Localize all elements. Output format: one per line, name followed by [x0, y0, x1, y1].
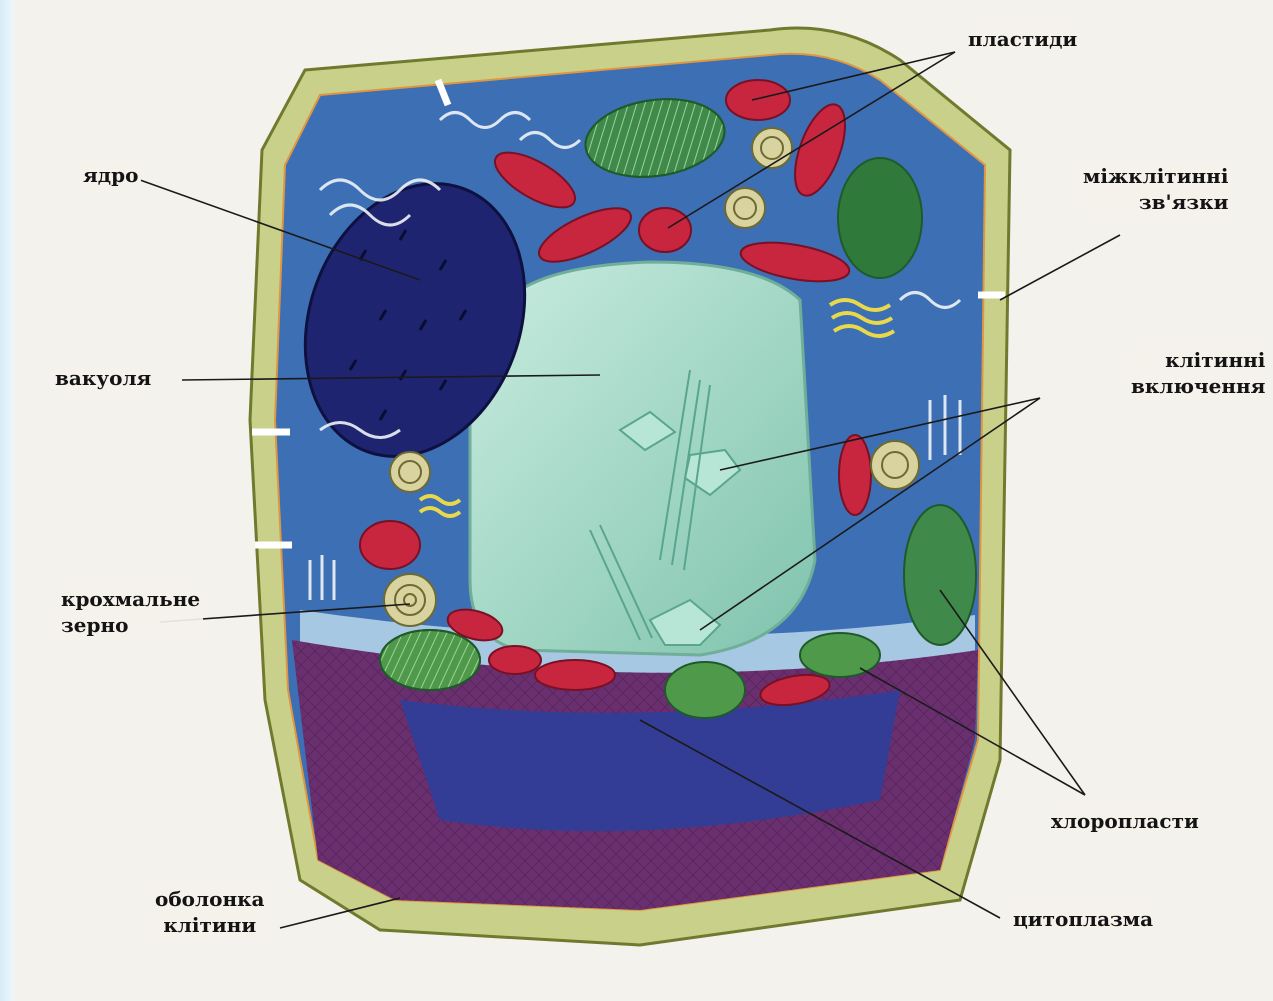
label-cell-wall: оболонка клітини [152, 886, 268, 938]
label-plastids: пластиди [965, 26, 1080, 52]
label-intercellular-connections: міжклітинні зв'язки [1080, 163, 1231, 215]
label-vacuole: вакуоля [52, 365, 154, 391]
label-cytoplasm: цитоплазма [1010, 906, 1156, 932]
label-nucleus: ядро [80, 162, 141, 188]
label-cell-inclusions: клітинні включення [1128, 347, 1268, 399]
label-chloroplasts: хлоропласти [1048, 808, 1202, 834]
label-starch-grain: крохмальне зерно [58, 586, 203, 638]
